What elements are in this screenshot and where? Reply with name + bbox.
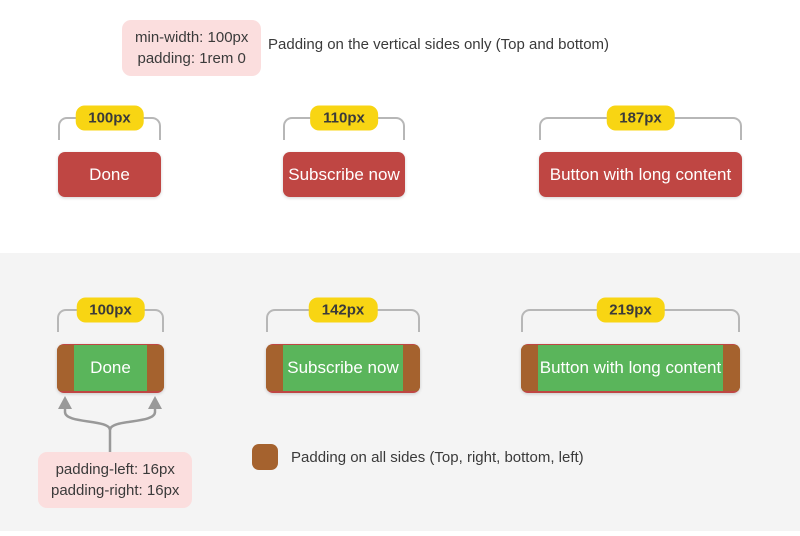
css-rule-padding: padding: 1rem 0 <box>137 50 246 67</box>
button-content: Subscribe now <box>283 345 403 391</box>
width-label: 100px <box>75 105 144 131</box>
button-group-long-top: 187px Button with long content <box>539 105 742 197</box>
button-group-done-top: 100px Done <box>58 105 161 197</box>
width-bracket: 187px <box>539 105 742 140</box>
subscribe-button-padded[interactable]: Subscribe now <box>266 344 420 393</box>
padding-note-box: padding-left: 16px padding-right: 16px <box>38 452 193 508</box>
legend-label: Padding on all sides (Top, right, bottom… <box>291 448 584 466</box>
button-content: Done <box>74 345 147 391</box>
padding-legend: Padding on all sides (Top, right, bottom… <box>252 444 584 470</box>
long-content-button-padded[interactable]: Button with long content <box>521 344 740 393</box>
width-label: 219px <box>596 297 665 323</box>
padding-right-strip <box>147 345 164 391</box>
width-bracket: 100px <box>57 297 164 332</box>
long-content-button[interactable]: Button with long content <box>539 152 742 197</box>
css-rule-box: min-width: 100px padding: 1rem 0 <box>122 20 262 76</box>
done-button-padded[interactable]: Done <box>57 344 164 393</box>
width-bracket: 142px <box>266 297 420 332</box>
padding-left-strip <box>57 345 74 391</box>
css-rule-minwidth: min-width: 100px <box>135 29 249 46</box>
padding-right-strip <box>403 345 420 391</box>
button-group-subscribe-bottom: 142px Subscribe now <box>266 297 420 393</box>
padding-left-strip <box>521 345 538 391</box>
width-bracket: 100px <box>58 105 161 140</box>
padding-left-strip <box>266 345 283 391</box>
top-caption: Padding on the vertical sides only (Top … <box>268 36 610 53</box>
button-group-subscribe-top: 110px Subscribe now <box>283 105 405 197</box>
width-label: 187px <box>606 105 675 131</box>
padding-right-rule: padding-right: 16px <box>51 482 180 499</box>
button-group-done-bottom: 100px Done <box>57 297 164 393</box>
button-content: Button with long content <box>538 345 723 391</box>
padding-left-rule: padding-left: 16px <box>55 461 175 478</box>
padding-swatch-icon <box>252 444 278 470</box>
width-bracket: 219px <box>521 297 740 332</box>
padding-pointer-arrows <box>58 396 162 453</box>
subscribe-button[interactable]: Subscribe now <box>283 152 405 197</box>
width-bracket: 110px <box>283 105 405 140</box>
width-label: 142px <box>308 297 378 323</box>
done-button[interactable]: Done <box>58 152 161 197</box>
button-group-long-bottom: 219px Button with long content <box>521 297 740 393</box>
width-label: 110px <box>310 105 378 131</box>
width-label: 100px <box>76 297 145 323</box>
padding-right-strip <box>723 345 740 391</box>
